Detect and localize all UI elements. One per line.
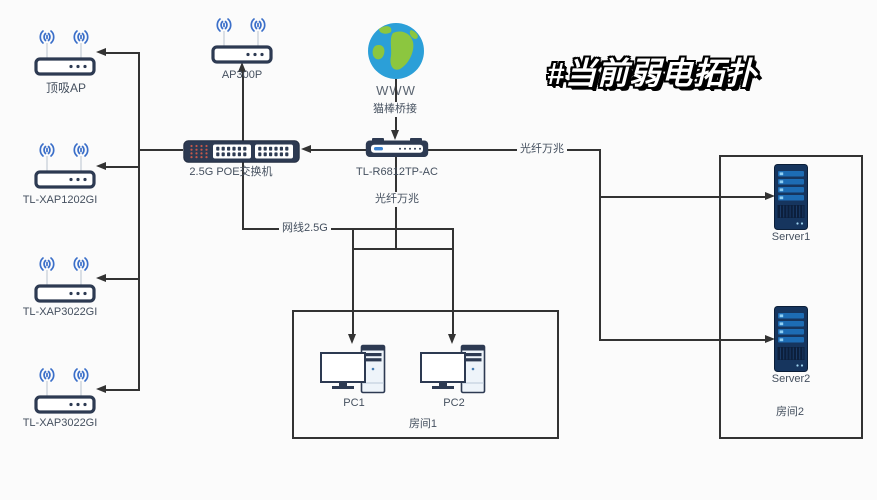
link-ap300p-line <box>242 71 244 141</box>
arrowhead-left-icon <box>96 274 106 282</box>
wireless-ap-icon <box>33 142 97 190</box>
server-label: Server1 <box>771 231 811 243</box>
link-ap3-line <box>104 278 139 280</box>
arrowhead-left-icon <box>96 162 106 170</box>
pc-label: PC1 <box>343 397 365 409</box>
link-left-trunk-line <box>138 52 140 391</box>
fiber-link-label: 光纤万兆 <box>372 192 422 207</box>
link-server1-line <box>599 196 765 198</box>
link-switch-trunk-line <box>138 149 183 151</box>
link-ap1-line <box>104 52 139 54</box>
link-fiber-bus-line <box>352 248 453 250</box>
pc-icon <box>420 339 490 401</box>
router-label: TL-R6812TP-AC <box>356 166 438 178</box>
link-switch-down-line <box>242 162 244 229</box>
poe-switch-icon <box>183 140 300 163</box>
arrowhead-left-icon <box>301 145 311 153</box>
link-router-switch-line <box>309 149 366 151</box>
link-ap4-line <box>104 389 139 391</box>
ap-label: TL-XAP3022GI <box>22 306 98 318</box>
router-icon <box>365 138 429 158</box>
link-fiber-right-line <box>428 149 601 151</box>
wireless-ap-icon <box>33 29 97 77</box>
server-icon <box>774 164 808 230</box>
internet-globe-icon <box>366 21 426 81</box>
ap-label: TL-XAP1202GI <box>22 194 98 206</box>
arrowhead-down-icon <box>348 334 356 344</box>
ap-label: TL-XAP3022GI <box>22 417 98 429</box>
arrowhead-left-icon <box>96 48 106 56</box>
page-title: #当前弱电拓扑 <box>547 56 758 91</box>
arrowhead-left-icon <box>96 385 106 393</box>
arrowhead-down-icon <box>391 130 399 140</box>
link-ethernet-bus-line <box>242 228 453 230</box>
room2-label: 房间2 <box>775 406 805 418</box>
arrowhead-right-icon <box>765 192 775 200</box>
wireless-ap-icon <box>210 17 274 65</box>
arrowhead-up-icon <box>238 62 246 72</box>
fiber-link-label: 光纤万兆 <box>517 142 567 157</box>
modem-bridge-label: 猫棒桥接 <box>370 102 420 117</box>
server-label: Server2 <box>771 373 811 385</box>
link-pc1-line <box>352 228 354 334</box>
wireless-ap-icon <box>33 256 97 304</box>
link-ap2-line <box>104 166 139 168</box>
wireless-ap-icon <box>33 367 97 415</box>
arrowhead-down-icon <box>448 334 456 344</box>
room2-box <box>719 155 863 439</box>
ap-label: 顶吸AP <box>45 81 86 95</box>
ethernet-link-label: 网线2.5G <box>279 221 331 236</box>
link-server2-line <box>599 339 765 341</box>
switch-label: 2.5G POE交换机 <box>189 166 273 178</box>
arrowhead-right-icon <box>765 335 775 343</box>
server-icon <box>774 306 808 372</box>
room1-label: 房间1 <box>408 418 438 430</box>
pc-label: PC2 <box>443 397 465 409</box>
room1-box <box>292 310 559 439</box>
link-pc2-line <box>452 228 454 334</box>
pc-icon <box>320 339 390 401</box>
ap300p-label: AP300P <box>221 69 263 81</box>
link-room2-trunk-line <box>599 149 601 340</box>
